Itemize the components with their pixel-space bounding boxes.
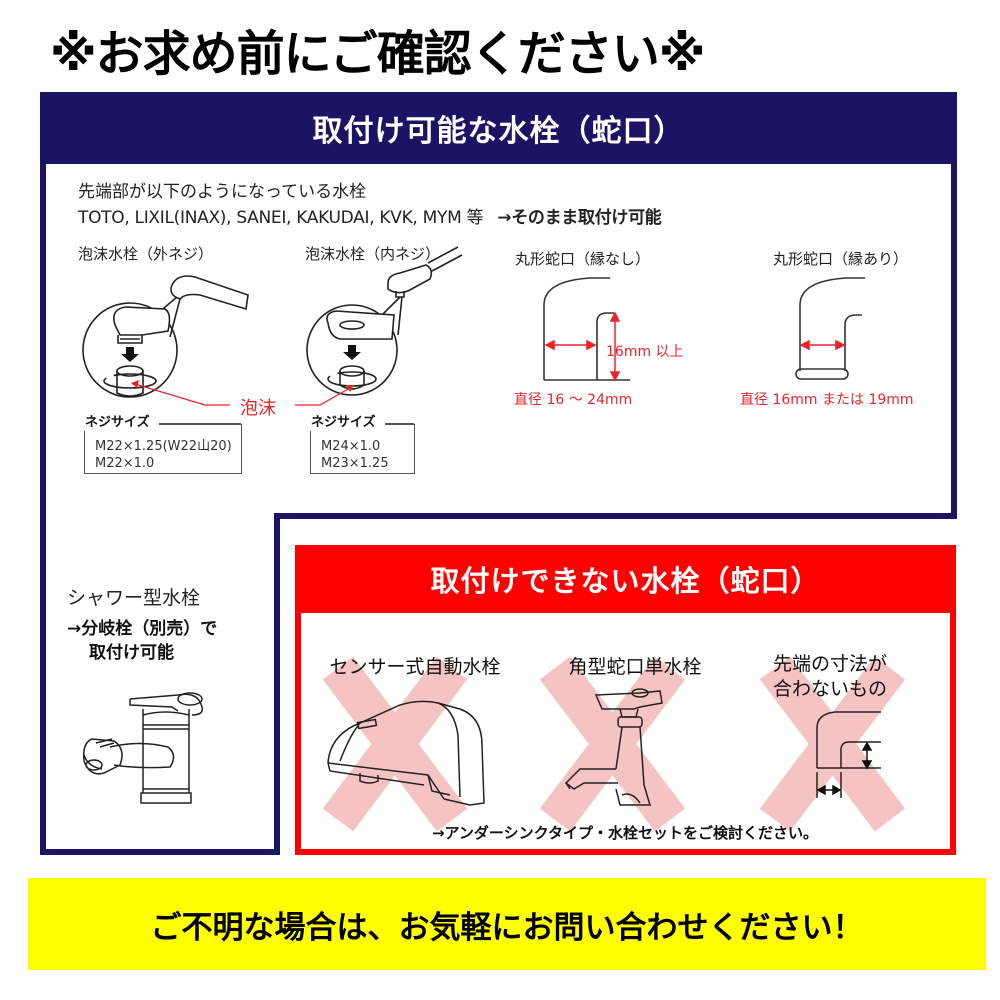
square-faucet-illustration: [564, 688, 663, 806]
brand-list: TOTO, LIXIL(INAX), SANEI, KAKUDAI, KVK, …: [78, 203, 662, 228]
incompatible-header: 取付けできない水栓（蛇口）: [295, 545, 956, 613]
frame-border-right: [951, 92, 957, 519]
thread-size-value: M22×1.0: [95, 456, 155, 471]
type-label-round-rim: 丸形蛇口（縁あり）: [773, 250, 909, 268]
thread-size-box-internal: ネジサイズ M24×1.0 M23×1.25: [309, 414, 415, 474]
thread-size-box-external: ネジサイズ M22×1.25(W22山20) M22×1.0: [83, 414, 242, 474]
shower-faucet-illustration: [82, 692, 204, 804]
type-label-internal-thread: 泡沫水栓（内ネジ）: [305, 245, 441, 263]
intro-text: 先端部が以下のようになっている水栓: [78, 182, 367, 202]
ng-label-mismatch-line1: 先端の寸法が: [772, 653, 887, 675]
diameter-dimension-rim: 直径 16mm または 19mm: [740, 392, 914, 408]
shower-faucet-note: →分岐栓（別売）で 取付け可能: [67, 617, 217, 665]
diameter-dimension-no-rim: 直径 16 ～ 24mm: [514, 392, 633, 408]
height-dimension: 16mm 以上: [606, 344, 684, 360]
shower-faucet-label: シャワー型水栓: [67, 587, 201, 609]
ng-label-square: 角型蛇口単水栓: [568, 656, 702, 678]
internal-thread-faucet-illustration: [306, 246, 463, 396]
brands: TOTO, LIXIL(INAX), SANEI, KAKUDAI, KVK, …: [78, 208, 484, 228]
ng-label-mismatch: 先端の寸法が 合わないもの: [755, 652, 905, 702]
intro-result: →そのまま取付け可能: [497, 208, 662, 228]
frame-border-notch: [274, 513, 280, 855]
thread-size-value: M22×1.25(W22山20): [95, 439, 232, 454]
type-label-round-no-rim: 丸形蛇口（縁なし）: [515, 250, 651, 268]
thread-box-top-line: [385, 423, 414, 425]
thread-size-value: M24×1.0: [321, 439, 381, 454]
type-label-external-thread: 泡沫水栓（外ネジ）: [78, 245, 214, 263]
mismatch-dimension-diagram: [816, 711, 881, 798]
frame-border-bottom: [40, 849, 280, 855]
round-faucet-rim-diagram: [795, 277, 865, 380]
thread-box-top-line: [159, 423, 241, 425]
contact-banner: ご不明な場合は、お気軽にお問い合わせください！: [28, 878, 986, 970]
shower-note-line1: →分岐栓（別売）で: [67, 619, 218, 639]
incompatible-note: →アンダーシンクタイプ・水栓セットをご検討ください。: [431, 824, 819, 842]
frame-border-middle: [274, 513, 957, 519]
page-title: ※お求め前にご確認ください※: [50, 26, 705, 82]
thread-size-label: ネジサイズ: [83, 414, 154, 431]
compatible-header: 取付け可能な水栓（蛇口）: [40, 92, 957, 164]
sensor-faucet-illustration: [327, 700, 485, 806]
external-thread-faucet-illustration: [82, 275, 249, 398]
thread-size-value: M23×1.25: [321, 456, 389, 471]
shower-note-line2: 取付け可能: [89, 643, 174, 663]
aerator-callout: 泡沫: [240, 398, 276, 419]
thread-size-label: ネジサイズ: [309, 414, 380, 431]
frame-border-left: [40, 92, 46, 855]
ng-label-mismatch-line2: 合わないもの: [772, 678, 887, 700]
round-faucet-no-rim-diagram: [543, 277, 630, 382]
ng-label-sensor: センサー式自動水栓: [329, 656, 501, 678]
